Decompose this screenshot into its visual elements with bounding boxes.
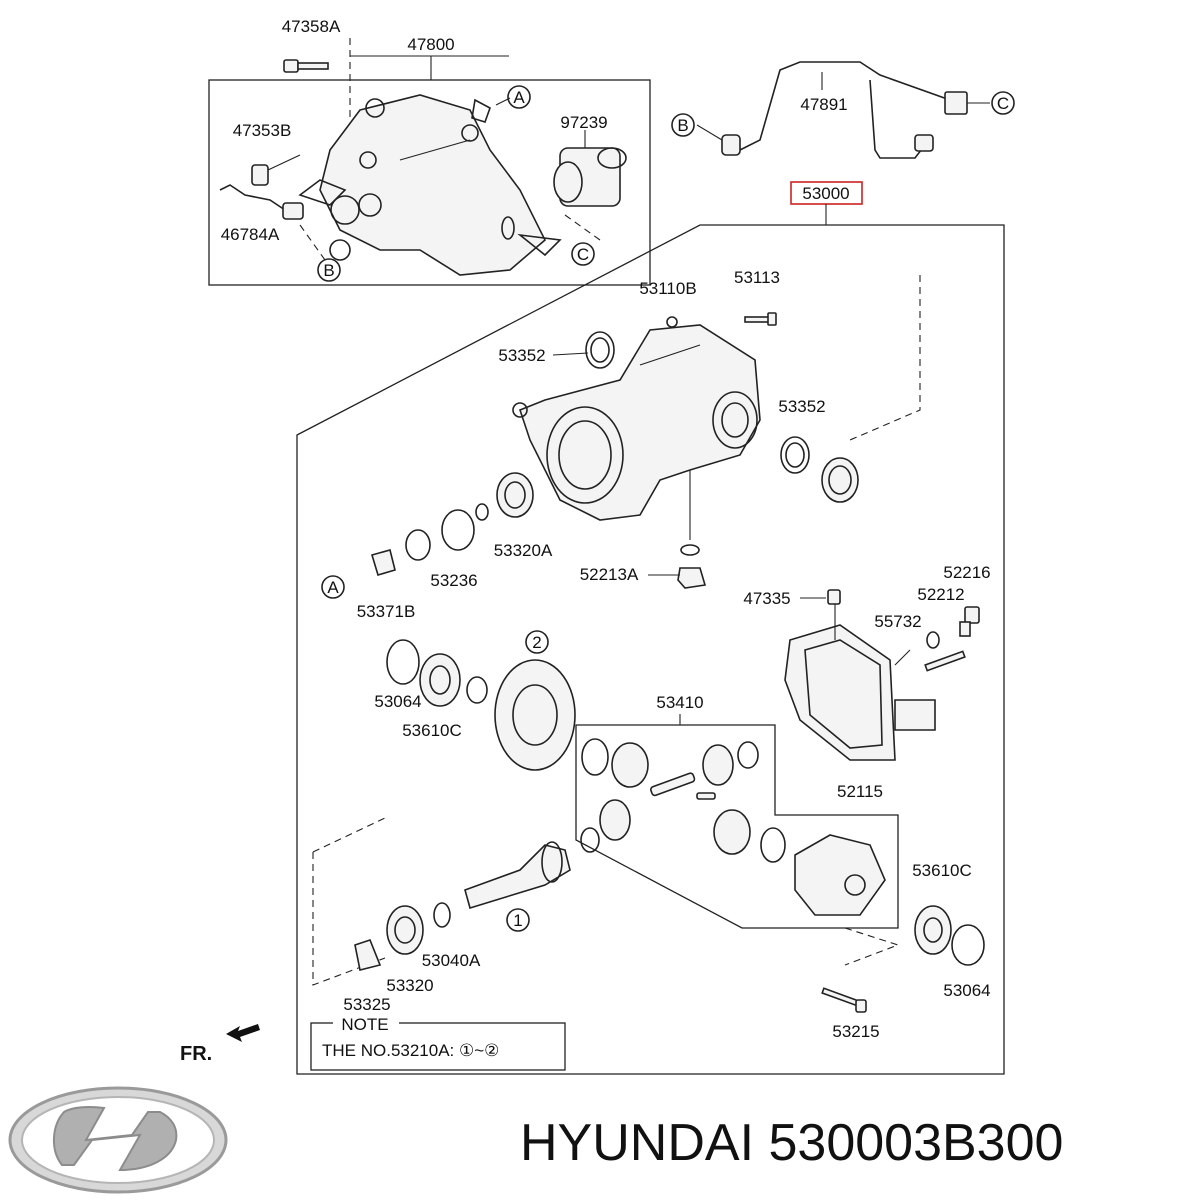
connector-46784A (219, 184, 304, 220)
label-52212: 52212 (917, 585, 964, 604)
note-box: NOTE THE NO.53210A: ①~② (310, 1015, 566, 1071)
bolt-53215 (821, 987, 867, 1013)
actuator-97239 (553, 130, 627, 207)
note-text: THE NO.53210A: ①~② (322, 1041, 499, 1060)
label-53320: 53320 (386, 976, 433, 995)
callout-a-nut: A (327, 578, 339, 597)
seal-53352-right (780, 436, 810, 474)
callout-b-harness: B (677, 116, 688, 135)
callout-c-harness: C (997, 94, 1009, 113)
label-47358A: 47358A (282, 17, 341, 36)
shim-53236 (441, 509, 475, 551)
label-47891: 47891 (800, 95, 847, 114)
label-53215: 53215 (832, 1022, 879, 1041)
label-53236: 53236 (430, 571, 477, 590)
bolt-47358A (283, 59, 329, 73)
label-53371B: 53371B (357, 602, 416, 621)
label-53325: 53325 (343, 995, 390, 1014)
label-53110B: 53110B (639, 279, 696, 298)
spacer-53325 (354, 939, 382, 971)
label-53352-right: 53352 (778, 397, 825, 416)
label-53040A: 53040A (422, 951, 481, 970)
washer-52213A (680, 544, 700, 556)
callout-b-bottom: B (323, 261, 334, 280)
label-55732: 55732 (874, 612, 921, 631)
seal-53352-left (585, 331, 615, 369)
bolt-53113 (744, 312, 777, 326)
label-97239: 97239 (560, 113, 607, 132)
label-47335: 47335 (743, 589, 790, 608)
differential-kit-53410 (575, 714, 899, 929)
label-53000: 53000 (802, 184, 849, 203)
carrier-housing-53110B (512, 316, 761, 540)
label-52213A: 52213A (580, 565, 639, 584)
label-52115: 52115 (837, 782, 883, 801)
rear-cover-52115 (784, 589, 980, 761)
ring-gear (494, 659, 576, 771)
label-47353B: 47353B (233, 121, 292, 140)
seal-53064-left (386, 639, 420, 685)
bearing-53610C-left (419, 653, 461, 707)
label-53064-right: 53064 (943, 981, 990, 1000)
hyundai-logo (8, 1086, 228, 1194)
label-53113: 53113 (734, 268, 780, 287)
transfer-assembly-group (208, 38, 651, 286)
label-46784A: 46784A (221, 225, 280, 244)
bearing-53320A (496, 472, 534, 518)
front-arrow-icon (226, 1024, 260, 1042)
label-53064-left: 53064 (374, 692, 421, 711)
sensor-47353B (251, 154, 301, 186)
main-assembly-frame (296, 181, 1005, 1075)
label-47800: 47800 (407, 35, 454, 54)
front-direction-marker: FR. (180, 1024, 260, 1065)
brand-part-number: HYUNDAI 530003B300 (520, 1114, 1063, 1172)
label-53352-left: 53352 (498, 346, 545, 365)
flange-right (821, 457, 859, 503)
front-label: FR. (180, 1043, 212, 1065)
callout-c-bottom: C (577, 245, 589, 264)
callout-a-top: A (513, 88, 525, 107)
wire-harness-47891 (696, 61, 990, 159)
group-frame-47800 (208, 79, 651, 286)
label-53410: 53410 (656, 693, 703, 712)
label-53320A: 53320A (494, 541, 553, 560)
label-53610C-right: 53610C (912, 861, 972, 880)
seal-53064-right (951, 924, 985, 966)
ring-53040A (433, 902, 451, 928)
note-title: NOTE (341, 1015, 388, 1034)
callout-1: 1 (513, 911, 522, 930)
plug-52213A (677, 567, 707, 589)
nut-53371B (370, 549, 396, 576)
bearing-53610C-right (914, 905, 952, 955)
callout-2: 2 (532, 633, 541, 652)
bearing-53320 (386, 905, 424, 955)
transfer-housing (298, 94, 562, 276)
label-52216: 52216 (943, 563, 990, 582)
label-53610C-left: 53610C (402, 721, 462, 740)
